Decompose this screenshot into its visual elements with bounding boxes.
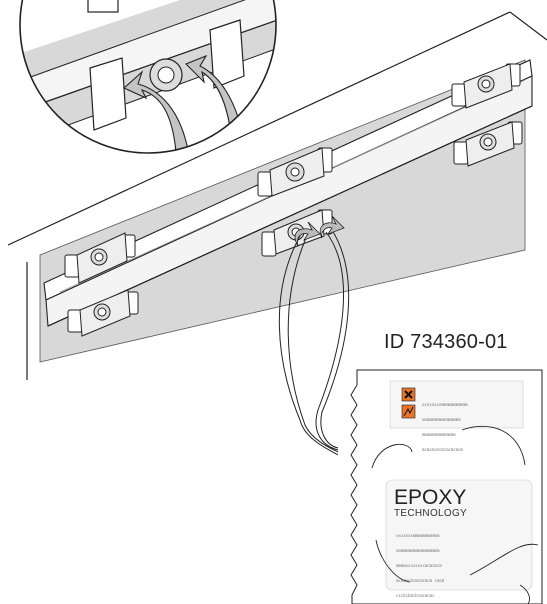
rail-clip	[453, 121, 523, 167]
packet-brand: EPOXY	[394, 486, 467, 509]
rail-clip	[67, 289, 139, 337]
warning-text: xxxxxxxxmmmmmmmmmmm xmmmmmmmmmmmmmmm mmm…	[422, 402, 468, 452]
rail-clip	[257, 147, 333, 197]
magnified-detail	[19, 0, 277, 154]
product-id-label: ID 734360-01	[384, 331, 508, 353]
epoxy-packet	[350, 369, 543, 604]
harmful-x-icon	[401, 387, 416, 402]
rail-clip	[451, 63, 521, 109]
insert-arrows	[294, 215, 345, 247]
packet-body-text: xxxxxxxmmmmmmmmmmm xmmmmmmmmmmmmmmmmm mm…	[396, 533, 445, 598]
packet-brand-subtitle: TECHNOLOGY	[394, 508, 468, 519]
epoxy-strands	[278, 229, 350, 456]
environment-hazard-icon	[401, 404, 416, 419]
rail-clip	[64, 232, 136, 284]
